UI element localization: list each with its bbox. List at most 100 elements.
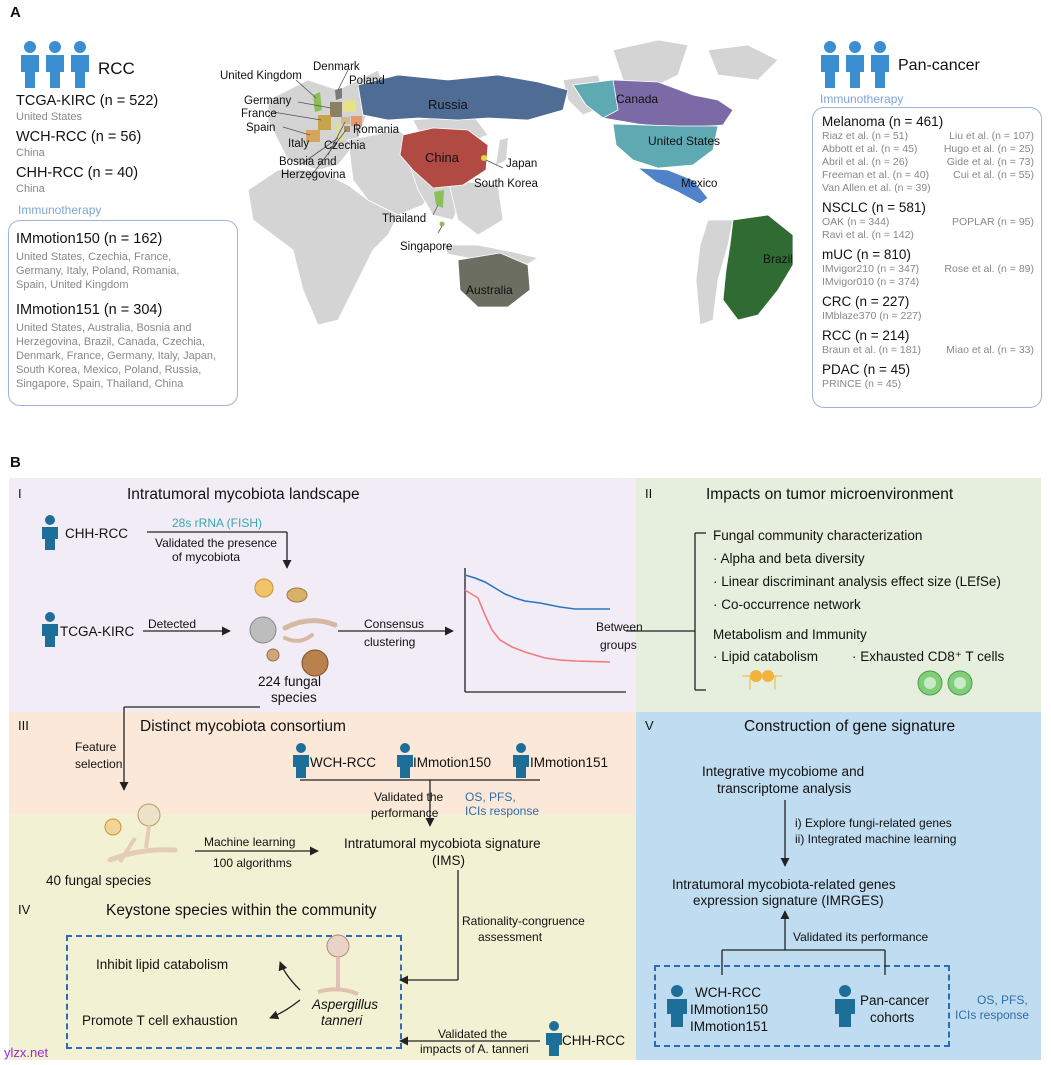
right-immunotherapy-label: Immunotherapy (820, 92, 904, 106)
pancancer-study: IMvigor010 (n = 374) (822, 276, 920, 288)
left-immunotherapy-label: Immunotherapy (18, 203, 102, 217)
section-ii-item-2: · Linear discriminant analysis effect si… (713, 574, 1001, 589)
section-v-im150: IMmotion150 (690, 1002, 769, 1017)
map-australia (457, 252, 531, 308)
section-v-step2: ii) Integrated machine learning (795, 832, 957, 846)
panel-a-letter: A (10, 4, 21, 21)
section-i-tcga: TCGA-KIRC (60, 624, 135, 639)
section-iii-species40: 40 fungal species (46, 873, 152, 888)
section-iii-ims2: (IMS) (432, 853, 465, 868)
pancancer-cancer-title: CRC (n = 227) (822, 294, 910, 309)
pancancer-study: PRINCE (n = 45) (822, 378, 902, 390)
section-ii-roman: II (645, 486, 653, 501)
cohort-immotion151: IMmotion151 (n = 304) (16, 302, 163, 318)
section-i-validated2: of mycobiota (172, 550, 241, 564)
cohort-wch: WCH-RCC (n = 56) (16, 129, 142, 145)
map-label-mexico: Mexico (681, 178, 718, 190)
section-i-species2: species (271, 690, 317, 705)
immotion150-countries-3: Spain, United Kingdom (16, 279, 129, 291)
section-i-title: Intratumoral mycobiota landscape (127, 486, 360, 503)
section-iv-title: Keystone species within the community (106, 902, 377, 919)
section-iii-title: Distinct mycobiota consortium (140, 718, 346, 735)
pancancer-study: Van Allen et al. (n = 39) (822, 182, 931, 194)
watermark: ylzx.net (4, 1045, 49, 1060)
pancancer-people-icon (821, 41, 889, 88)
section-iv-rat2: assessment (478, 930, 543, 944)
rcc-people-icon (21, 41, 89, 88)
section-v-pan2: cohorts (870, 1010, 915, 1025)
cohort-chh: CHH-RCC (n = 40) (16, 165, 139, 181)
chh-person-icon-1 (42, 515, 58, 550)
section-iii-ml: Machine learning (204, 835, 296, 849)
section-v-vperf: Validated its performance (793, 930, 929, 944)
pancancer-study: Ravi et al. (n = 142) (822, 229, 914, 241)
section-i-fish: 28s rRNA (FISH) (172, 516, 263, 530)
section-ii-fcc: Fungal community characterization (713, 528, 923, 543)
section-iii-valid1: Validated the (374, 790, 444, 804)
im150-person-icon (397, 743, 413, 778)
pancancer-study: Hugo et al. (n = 25) (943, 143, 1034, 155)
map-thailand (434, 190, 444, 208)
map-label-spain: Spain (246, 122, 276, 134)
pancancer-study: Abbott et al. (n = 45) (822, 143, 918, 155)
pancancer-study: IMvigor210 (n = 347) (822, 263, 920, 275)
section-iv-asp1: Aspergillus (312, 997, 379, 1012)
map-spain (306, 130, 320, 142)
cohort-immotion150: IMmotion150 (n = 162) (16, 231, 163, 247)
world-map (247, 39, 794, 326)
immotion150-countries-1: United States, Czechia, France, (16, 251, 172, 263)
v-person-icon-1 (667, 985, 687, 1027)
section-i-consensus2: clustering (364, 635, 416, 649)
pancancer-study: IMblaze370 (n = 227) (822, 310, 922, 322)
section-i-roman: I (18, 486, 22, 501)
cohort-tcga-country: United States (16, 111, 83, 123)
pancancer-cancer-title: PDAC (n = 45) (822, 362, 911, 377)
section-i-consensus1: Consensus (364, 617, 425, 631)
map-label-japan: Japan (506, 158, 538, 170)
section-iv-chh: CHH-RCC (562, 1033, 625, 1048)
pancancer-study: Rose et al. (n = 89) (944, 263, 1034, 275)
section-iii-bg (9, 712, 636, 814)
section-iii-os2: ICIs response (465, 804, 540, 818)
section-v-int1: Integrative mycobiome and (702, 764, 865, 779)
left-immunotherapy-box (8, 220, 238, 406)
section-v-pan1: Pan-cancer (860, 993, 930, 1008)
map-romania (351, 116, 362, 126)
section-iii-feature1: Feature (75, 740, 117, 754)
pancancer-study: Gide et al. (n = 73) (946, 156, 1034, 168)
section-v-step1: i) Explore fungi-related genes (795, 816, 952, 830)
section-i-detected: Detected (148, 617, 197, 631)
pancancer-cancer-title: RCC (n = 214) (822, 328, 910, 343)
section-v-int2: transcriptome analysis (717, 781, 852, 796)
section-ii-title: Impacts on tumor microenvironment (706, 486, 954, 503)
pancancer-study: Freeman et al. (n = 40) (822, 169, 930, 181)
map-czechia (341, 117, 350, 124)
map-label-denmark: Denmark (313, 61, 360, 73)
map-label-skorea: South Korea (474, 178, 538, 190)
pancancer-study: Liu et al. (n = 107) (949, 130, 1034, 142)
section-iv-rat1: Rationality-congruence (462, 914, 585, 928)
section-iii-algos: 100 algorithms (213, 856, 292, 870)
section-v-imr1: Intratumoral mycobiota-related genes (672, 877, 896, 892)
immotion151-countries-5: Singapore, Spain, Thailand, China (16, 378, 184, 390)
immotion151-countries-1: United States, Australia, Bosnia and (16, 322, 192, 334)
cohort-tcga: TCGA-KIRC (n = 522) (16, 93, 159, 109)
map-singapore (439, 221, 445, 227)
map-russia (357, 74, 569, 121)
section-iv-vimp1: Validated the (438, 1027, 508, 1041)
section-ii-exhausted: · Exhausted CD8⁺ T cells (852, 649, 1005, 664)
cohort-chh-country: China (16, 183, 45, 195)
map-us (612, 123, 719, 169)
section-iii-wch: WCH-RCC (310, 755, 376, 770)
map-label-us: United States (648, 134, 721, 148)
section-v-wch: WCH-RCC (695, 985, 761, 1000)
map-label-canada: Canada (616, 92, 659, 106)
pancancer-study: Cui et al. (n = 55) (953, 169, 1034, 181)
pancancer-cancer-title: Melanoma (n = 461) (822, 114, 944, 129)
section-ii-bg (636, 478, 1041, 712)
section-iv-roman: IV (18, 902, 31, 917)
section-iii-im150: IMmotion150 (413, 755, 492, 770)
map-denmark (335, 88, 342, 100)
keystone-dashed-box (66, 935, 402, 1049)
map-label-germany: Germany (244, 95, 292, 107)
